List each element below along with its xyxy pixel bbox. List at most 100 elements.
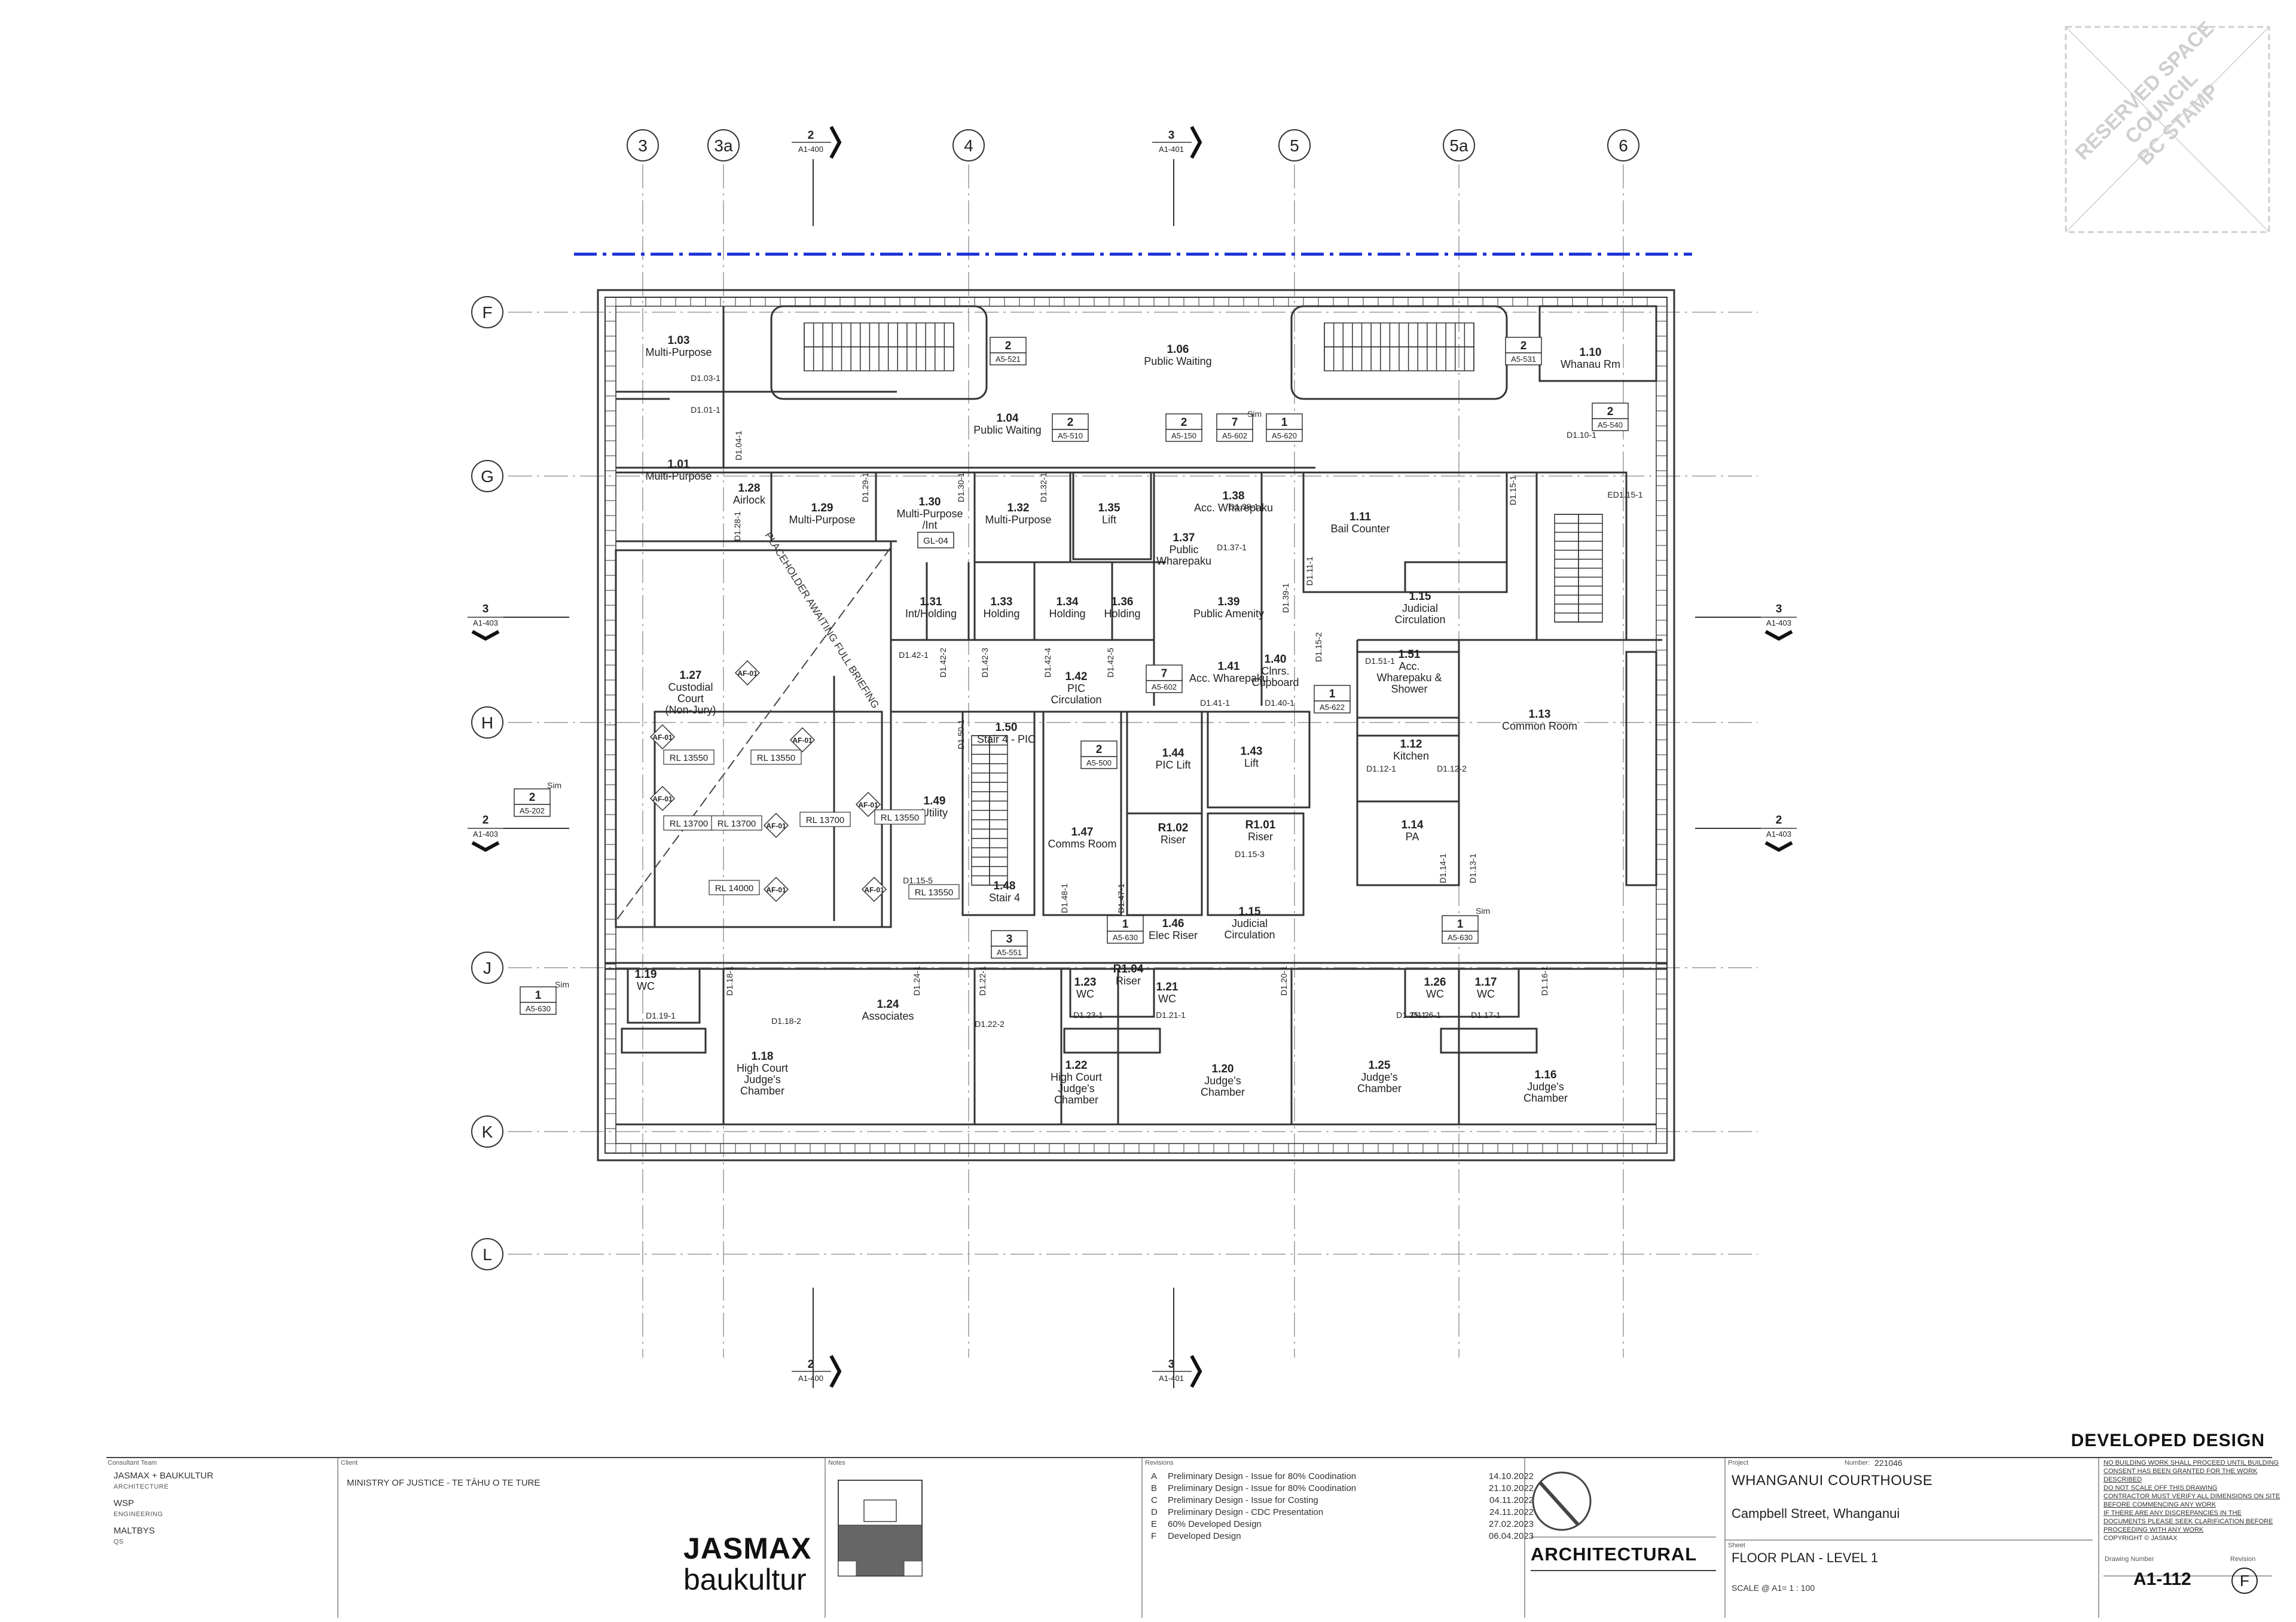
room-name: Clnrs. [1261,665,1289,677]
room-name: Airlock [733,494,766,506]
room-name: Lift [1244,757,1259,769]
level-tag: RL 13550 [908,884,960,900]
room-name: WC [1426,988,1444,1000]
room-name: Multi-Purpose [985,514,1051,526]
level-tag-label: RL 13550 [670,753,709,763]
section-marker-number: 3 [1776,603,1782,615]
door-tag: D1.12-2 [1437,764,1467,773]
grid-bubble-label: K [482,1123,493,1141]
af-tag: AF-01 [789,727,816,753]
door-tag: D1.15-2 [1314,632,1323,662]
room-number: 1.04 [997,412,1019,425]
detail-tag-ref: A5-202 [520,806,545,815]
client-heading: Client [341,1459,358,1466]
section-marker-ref: A1-401 [1159,145,1184,154]
sim-note-left-1: Sim [547,780,561,790]
room-name: Circulation [1224,929,1275,941]
room-name: High Court [737,1062,788,1074]
room-name: Circulation [1051,694,1101,706]
room-name: Holding [1049,608,1085,620]
note-line: NO BUILDING WORK SHALL PROCEED UNTIL BUI… [2103,1459,2279,1483]
note-line: IF THERE ARE ANY DISCREPANCIES IN THE DO… [2103,1510,2273,1533]
grid-bubble-label: G [481,467,494,486]
room-name: Multi-Purpose [896,508,963,520]
room-name: Public Waiting [973,424,1041,436]
sim-note-top: Sim [1247,409,1262,419]
section-marker-number: 2 [1776,814,1782,827]
room-number: 1.15 [1409,590,1431,603]
room-number: 1.13 [1529,708,1551,721]
consultant-name: MALTBYS [114,1526,155,1536]
door-tag: D1.37-1 [1217,542,1247,552]
room-number: 1.06 [1167,343,1189,356]
door-tag: D1.47-1 [1116,883,1126,913]
room-number: 1.27 [680,669,702,682]
room-name: Kitchen [1393,750,1429,762]
revision-letter: F [2231,1568,2258,1594]
section-marker: 3A1-403 [1695,603,1797,641]
room-name: Multi-Purpose [645,346,712,358]
grid-bubble-label: J [483,959,491,977]
level-tag: RL 13550 [750,749,802,765]
note-line: DO NOT SCALE OFF THIS DRAWING [2103,1484,2218,1492]
level-tag-label: RL 13550 [757,753,796,763]
detail-tag-number: 2 [1521,340,1527,352]
general-notes: NO BUILDING WORK SHALL PROCEED UNTIL BUI… [2103,1459,2283,1542]
room-number: 1.26 [1424,976,1446,989]
detail-tag-ref: A5-630 [1448,933,1473,942]
room-name: PA [1406,831,1419,843]
room-number: 1.51 [1399,648,1421,661]
detail-tag-number: 2 [1096,743,1103,756]
door-tag: D1.13-1 [1468,853,1477,883]
room-name: Int/Holding [905,608,957,620]
room-number: 1.35 [1098,502,1120,514]
detail-tag: 1A5-630 [1107,915,1144,944]
grid-bubble-row: H [471,706,503,739]
grid-bubble-column: 6 [1607,129,1639,161]
detail-tag-ref: A5-620 [1272,431,1297,440]
sheet-name: FLOOR PLAN - LEVEL 1 [1732,1550,1878,1565]
note-line: COPYRIGHT © JASMAX [2103,1535,2178,1542]
room-name: Holding [1104,608,1140,620]
room-name: Multi-Purpose [645,470,712,482]
consultant-name: JASMAX + BAUKULTUR [114,1471,213,1481]
door-tag: D1.42-2 [938,648,948,678]
level-tag: RL 13550 [663,749,715,765]
door-tag: D1.22-1 [978,966,987,996]
room-name: (Non-Jury) [665,704,716,716]
detail-tag-number: 3 [1006,933,1013,946]
project-number: 221046 [1874,1458,1903,1468]
grid-bubble-row: F [471,296,503,328]
door-tag: D1.50-1 [956,719,966,749]
detail-tag: 1A5-622 [1314,685,1351,714]
room-number: 1.33 [991,596,1013,608]
room-name: Chamber [1523,1092,1568,1104]
section-markers: 2A1-4003A1-4012A1-4003A1-4013A1-4032A1-4… [468,126,1797,1388]
detail-tag-ref: A5-500 [1086,758,1112,767]
detail-tag: 3A5-551 [991,930,1028,959]
project-heading: Project [1728,1459,1749,1466]
room-name: Public Amenity [1193,608,1264,620]
detail-tag-ref: A5-602 [1222,431,1247,440]
door-tag: D1.42-5 [1106,648,1115,678]
room-number: 1.11 [1349,511,1371,523]
room-number: 1.31 [920,596,942,608]
